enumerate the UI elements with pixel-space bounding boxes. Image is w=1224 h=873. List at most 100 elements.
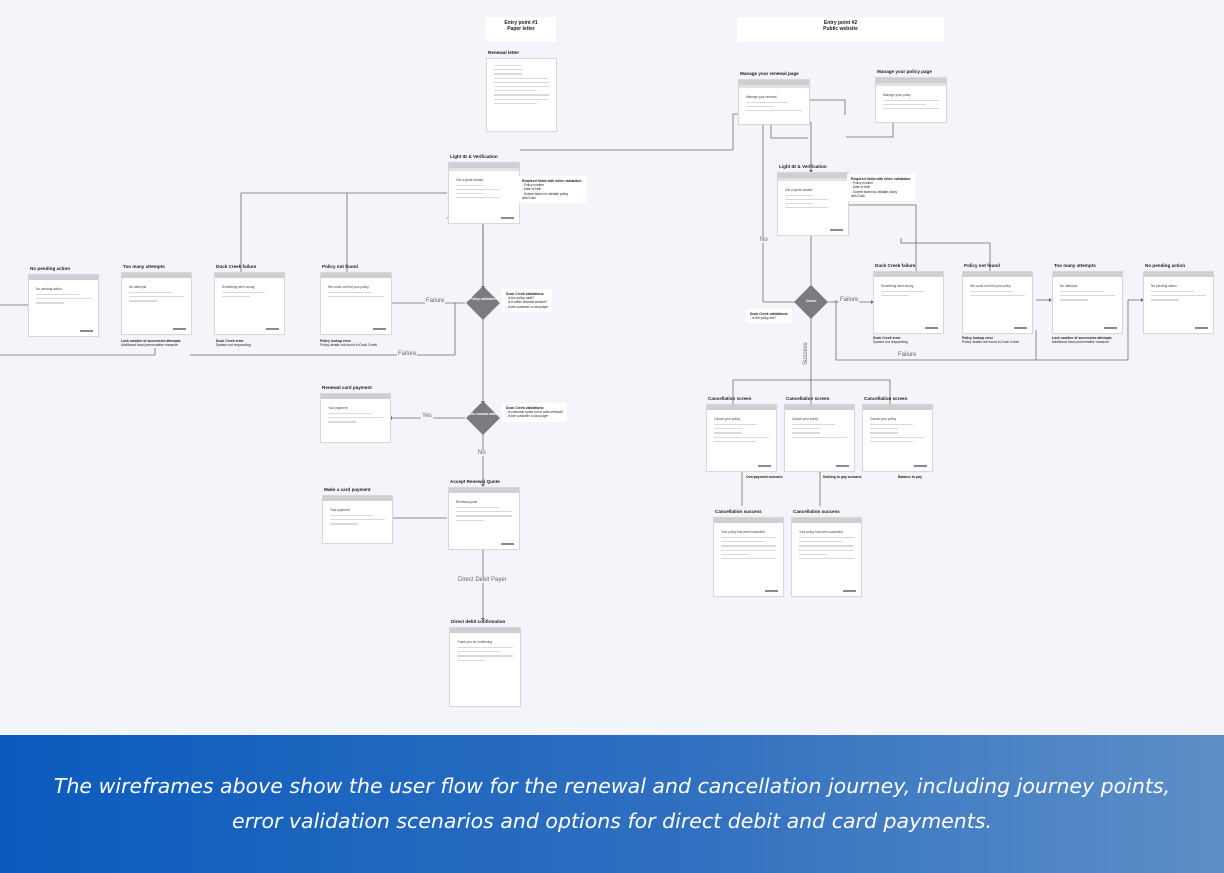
subcaption-nothing-to-pay: Nothing to pay scenario bbox=[823, 475, 862, 479]
screen-label: No pending action bbox=[1145, 263, 1186, 268]
wireframe-dd-confirm[interactable]: Thank you for confirming bbox=[449, 627, 521, 707]
screen-label: Policy not found bbox=[322, 264, 358, 269]
caption-duck-fail-left: Duck Creek error System not responding bbox=[216, 339, 251, 347]
arrowhead bbox=[1049, 298, 1052, 302]
edge-label-success: Success bbox=[803, 341, 809, 366]
caption-policy-nf-left: Policy lookup error Policy details not f… bbox=[320, 339, 377, 347]
wireframe-policy-nf-right[interactable]: We could not find your policy bbox=[962, 271, 1033, 334]
edge-label-failure: Failure bbox=[839, 297, 860, 303]
wireframe-cancellation-2[interactable]: Cancel your policy bbox=[784, 404, 855, 472]
wireframe-cancel-success-2[interactable]: Your policy has been cancelled bbox=[791, 517, 862, 597]
note-line: - Is the policy valid? bbox=[506, 296, 534, 301]
connector bbox=[835, 299, 1143, 361]
caption-text: System not responding bbox=[873, 340, 908, 345]
caption-duck-fail-right: Duck Creek error System not responding bbox=[873, 336, 908, 344]
caption-text: Additional fraud preventative measure bbox=[1052, 340, 1110, 345]
wireframe-cancellation-1[interactable]: Cancel your policy bbox=[706, 404, 777, 472]
note-line: - Is customer opted out of auto-renewal? bbox=[506, 410, 564, 415]
connector bbox=[846, 122, 894, 138]
flow-connectors bbox=[0, 99, 1144, 621]
screen-label: Light ID & Verification bbox=[779, 164, 827, 169]
screen-label: Renewal letter bbox=[488, 50, 520, 55]
connector bbox=[190, 303, 456, 356]
wireframe-renewal-letter[interactable] bbox=[486, 58, 557, 132]
decision-label: Policy validation bbox=[470, 297, 496, 301]
edge-label-failure: Failure bbox=[425, 298, 446, 304]
screen-label: Duck Creek failure bbox=[875, 263, 916, 268]
connector bbox=[447, 217, 484, 288]
note-line: - Is it within renewal window? bbox=[506, 300, 548, 305]
wireframe-no-pending-right[interactable]: No pending action bbox=[1143, 271, 1214, 334]
note-line: with Duck bbox=[522, 195, 536, 200]
wireframe-policy-nf-left[interactable]: We could not find your policy bbox=[320, 272, 392, 335]
screen-label: Light ID & Verification bbox=[450, 154, 498, 159]
screen-label: Policy not found bbox=[964, 263, 1000, 268]
connector bbox=[770, 120, 808, 139]
wireframe-too-many-right[interactable]: No attempts bbox=[1052, 271, 1123, 334]
caption-title: Duck Creek error bbox=[216, 339, 244, 343]
note-line: - Is the policy live? bbox=[750, 316, 777, 321]
arrowhead bbox=[481, 618, 485, 621]
note-line: - Date of birth bbox=[851, 185, 871, 190]
wireframe-manage-policy[interactable]: Manage your policy bbox=[875, 77, 947, 123]
note-title: Required fields with inline validation: bbox=[522, 179, 582, 183]
screen-label: Too many attempts bbox=[1054, 263, 1096, 268]
edge-label-no: No bbox=[759, 237, 769, 243]
screen-label: Renewal card payment bbox=[322, 385, 372, 390]
caption-text: Policy details not found in Duck Creek bbox=[962, 340, 1020, 345]
screen-label: Accept Renewal Quote bbox=[450, 479, 500, 484]
connector bbox=[846, 204, 917, 272]
caption-text: Policy details not found in Duck Creek bbox=[320, 343, 378, 348]
wireframe-duck-fail-left[interactable]: Something went wrong bbox=[214, 272, 285, 335]
note-line: - Is the customer a card payer bbox=[506, 304, 549, 309]
caption-too-many-right: Lock number of successive attempts Addit… bbox=[1052, 336, 1112, 344]
wireframe-no-pending-left[interactable]: No pending action bbox=[28, 274, 99, 337]
wireframe-manage-renewal[interactable]: Manage your renewal bbox=[738, 79, 810, 125]
entry-point-subtitle: Public website bbox=[823, 26, 858, 32]
wireframe-light-id-left[interactable]: Get a quote started bbox=[448, 162, 520, 224]
connector bbox=[900, 238, 991, 272]
arrowhead bbox=[809, 170, 813, 173]
edge-label-failure: Failure bbox=[397, 351, 418, 357]
note-title: Duck Creek validations: bbox=[750, 312, 789, 316]
note-title: Duck Creek validations: bbox=[506, 292, 545, 296]
note-title: Required fields with inline validation: bbox=[851, 177, 911, 181]
screen-label: Cancellation screen bbox=[864, 396, 908, 401]
caption-title: Policy lookup error bbox=[962, 336, 993, 340]
note-line: - Submit button to validate policy bbox=[522, 191, 569, 196]
connector bbox=[240, 192, 447, 272]
subcaption-overpayment: Overpayment scenario bbox=[746, 475, 783, 479]
wireframe-too-many-left[interactable]: No attempts bbox=[121, 272, 192, 335]
note-light-id-left: Required fields with inline validation: … bbox=[518, 176, 586, 204]
wireframe-cancellation-3[interactable]: Cancel your policy bbox=[862, 404, 933, 472]
caption-title: Lock number of successive attempts bbox=[121, 339, 181, 343]
footer-caption: The wireframes above show the user flow … bbox=[53, 774, 1171, 833]
caption-title: Policy lookup error bbox=[320, 339, 351, 343]
entry-point-title: Entry point #1 bbox=[504, 20, 538, 26]
note-line: - Date of birth bbox=[522, 187, 542, 192]
wireframe-light-id-right[interactable]: Get a quote started bbox=[777, 172, 849, 236]
wireframe-duck-fail-right[interactable]: Something went wrong bbox=[873, 271, 944, 334]
edge-label-yes: Yes bbox=[421, 413, 433, 419]
edge-label-no: No bbox=[477, 450, 487, 456]
decision-auto-renewal: Auto renewal status bbox=[466, 401, 500, 435]
note-policy-validation: Duck Creek validations: - Is the policy … bbox=[502, 289, 553, 312]
screen-label: Duck Creek failure bbox=[216, 264, 257, 269]
wireframe-make-card[interactable]: Your payment bbox=[322, 495, 393, 544]
screen-label: Too many attempts bbox=[123, 264, 165, 269]
edge-label-failure: Failure bbox=[897, 352, 918, 358]
footer-banner: The wireframes above show the user flow … bbox=[0, 735, 1224, 873]
arrowhead bbox=[871, 300, 874, 304]
wireframe-accept-quote[interactable]: Renewal quote bbox=[448, 487, 520, 550]
note-line: - Is the customer a card payer bbox=[506, 414, 549, 419]
wireframe-renewal-card[interactable]: Your payment bbox=[320, 393, 391, 443]
caption-title: Duck Creek error bbox=[873, 336, 901, 340]
connector bbox=[808, 99, 846, 115]
screen-label: Cancellation success bbox=[715, 509, 762, 514]
screen-label: Cancellation screen bbox=[786, 396, 830, 401]
arrowhead bbox=[481, 484, 485, 487]
note-line: - Submit button to validate policy bbox=[851, 189, 898, 194]
edge-label-direct-debit: Direct Debit Payer bbox=[457, 577, 508, 583]
screen-label: Make a card payment bbox=[324, 487, 371, 492]
wireframe-cancel-success-1[interactable]: Your policy has been cancelled bbox=[713, 517, 784, 597]
